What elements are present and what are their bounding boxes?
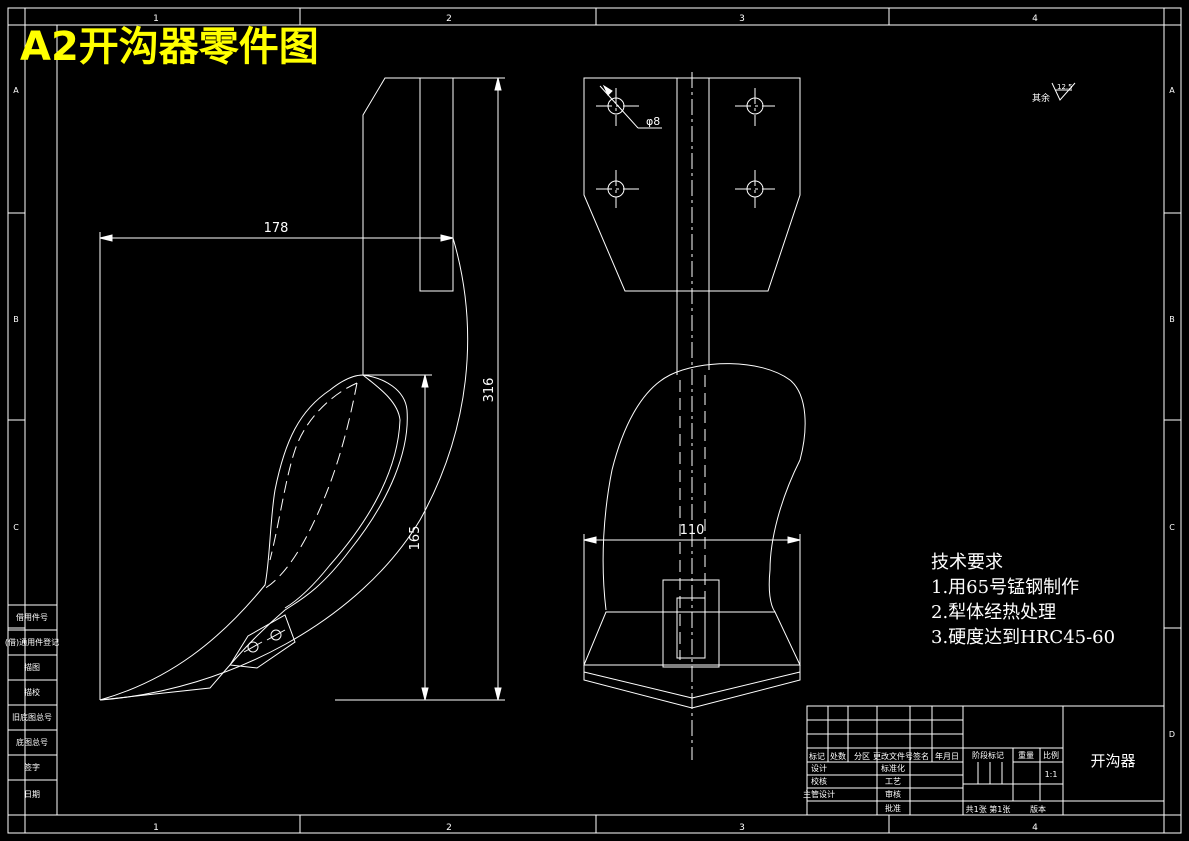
tb-header-2: 处数 <box>830 751 846 761</box>
row-label-left-c: C <box>13 523 19 532</box>
requirements-heading: 技术要求 <box>931 552 1003 573</box>
tb-role2-2: 工艺 <box>885 777 901 786</box>
row-label-left-b: B <box>13 315 19 324</box>
roughness-prefix: 其余 <box>1032 92 1050 104</box>
share-hidden-line <box>261 382 358 591</box>
shank-slot <box>419 77 454 292</box>
share-outline <box>99 374 408 701</box>
bolt-plate-inner <box>676 597 706 659</box>
requirement-2: 2.犁体经热处理 <box>931 602 1056 623</box>
inner-border <box>56 24 1165 816</box>
side-table-cell-6: 底图总号 <box>16 737 48 747</box>
share-tip <box>583 664 801 709</box>
col-label-bottom-1: 1 <box>153 823 159 833</box>
tb-stage-1: 阶段标记 <box>972 750 1004 760</box>
col-label-top-1: 1 <box>153 14 159 24</box>
plate-hole-1 <box>247 641 259 653</box>
tb-part-name: 开沟器 <box>1090 752 1135 770</box>
tb-role2-4: 批准 <box>885 803 901 813</box>
tb-role-1: 设计 <box>811 763 827 773</box>
dim-110-label: 110 <box>680 523 705 538</box>
drawing-title: A2开沟器零件图 <box>20 24 319 70</box>
shank-left-edge <box>362 77 453 375</box>
side-table-cell-3: 描图 <box>24 662 40 672</box>
tb-role-2: 校核 <box>811 776 827 786</box>
side-table-cell-1: 借用件号 <box>16 612 48 622</box>
tb-stage-3: 比例 <box>1043 750 1059 760</box>
side-view <box>99 77 505 701</box>
tb-sheet: 共1张 第1张 <box>966 804 1011 814</box>
side-table <box>7 604 58 816</box>
col-label-bottom-4: 4 <box>1032 823 1038 833</box>
dim-165-label: 165 <box>408 526 423 551</box>
side-table-cell-8: 日期 <box>24 790 40 799</box>
roughness-value: 12.5 <box>1057 83 1073 91</box>
tb-scale: 1:1 <box>1045 770 1058 779</box>
col-label-bottom-3: 3 <box>739 823 745 833</box>
row-label-left-a: A <box>13 86 19 95</box>
side-table-cell-7: 签字 <box>24 762 40 772</box>
col-label-top-4: 4 <box>1032 14 1038 24</box>
share-hidden-line-2 <box>269 382 358 561</box>
requirement-3: 3.硬度达到HRC45-60 <box>931 627 1115 648</box>
tb-role2-3: 审核 <box>885 789 901 799</box>
tb-role-3: 主管设计 <box>803 789 835 799</box>
requirement-1: 1.用65号锰钢制作 <box>931 577 1079 598</box>
tb-header-1: 标记 <box>809 751 825 761</box>
row-label-right-a: A <box>1169 86 1175 95</box>
tb-stage-2: 重量 <box>1018 750 1034 760</box>
side-table-cell-2: (借)通用件登记 <box>5 637 59 647</box>
dim-178-label: 178 <box>264 221 289 236</box>
mount-plate <box>583 77 801 292</box>
tb-role2-1: 标准化 <box>881 763 905 773</box>
bolt-plate <box>662 579 720 668</box>
side-table-cell-4: 描校 <box>24 687 40 697</box>
plate-hole-2 <box>270 629 282 641</box>
tb-version: 版本 <box>1030 804 1046 814</box>
dim-316-label: 316 <box>482 378 497 403</box>
tb-header-5: 签名 <box>913 751 929 761</box>
shank-front-curve <box>99 78 469 701</box>
row-label-right-c: C <box>1169 523 1175 532</box>
share-inner-curve <box>284 374 401 609</box>
row-label-right-b: B <box>1169 315 1175 324</box>
outer-border <box>7 7 1182 834</box>
col-label-top-3: 3 <box>739 14 745 24</box>
tb-header-3: 分区 <box>854 752 870 761</box>
side-table-cell-5: 旧底图总号 <box>12 712 52 722</box>
col-label-top-2: 2 <box>446 14 452 24</box>
row-label-right-d: D <box>1169 730 1175 739</box>
title-block <box>806 705 1165 816</box>
hole-dia-label: φ8 <box>646 115 660 128</box>
front-view <box>583 72 806 760</box>
roughness-symbol-icon <box>1051 82 1076 101</box>
tb-header-6: 年月日 <box>935 751 959 761</box>
share-body <box>602 363 806 613</box>
column-ticks <box>8 8 1181 833</box>
col-label-bottom-2: 2 <box>446 823 452 833</box>
tb-header-4: 更改文件号 <box>873 751 913 761</box>
share-plate <box>229 614 296 669</box>
